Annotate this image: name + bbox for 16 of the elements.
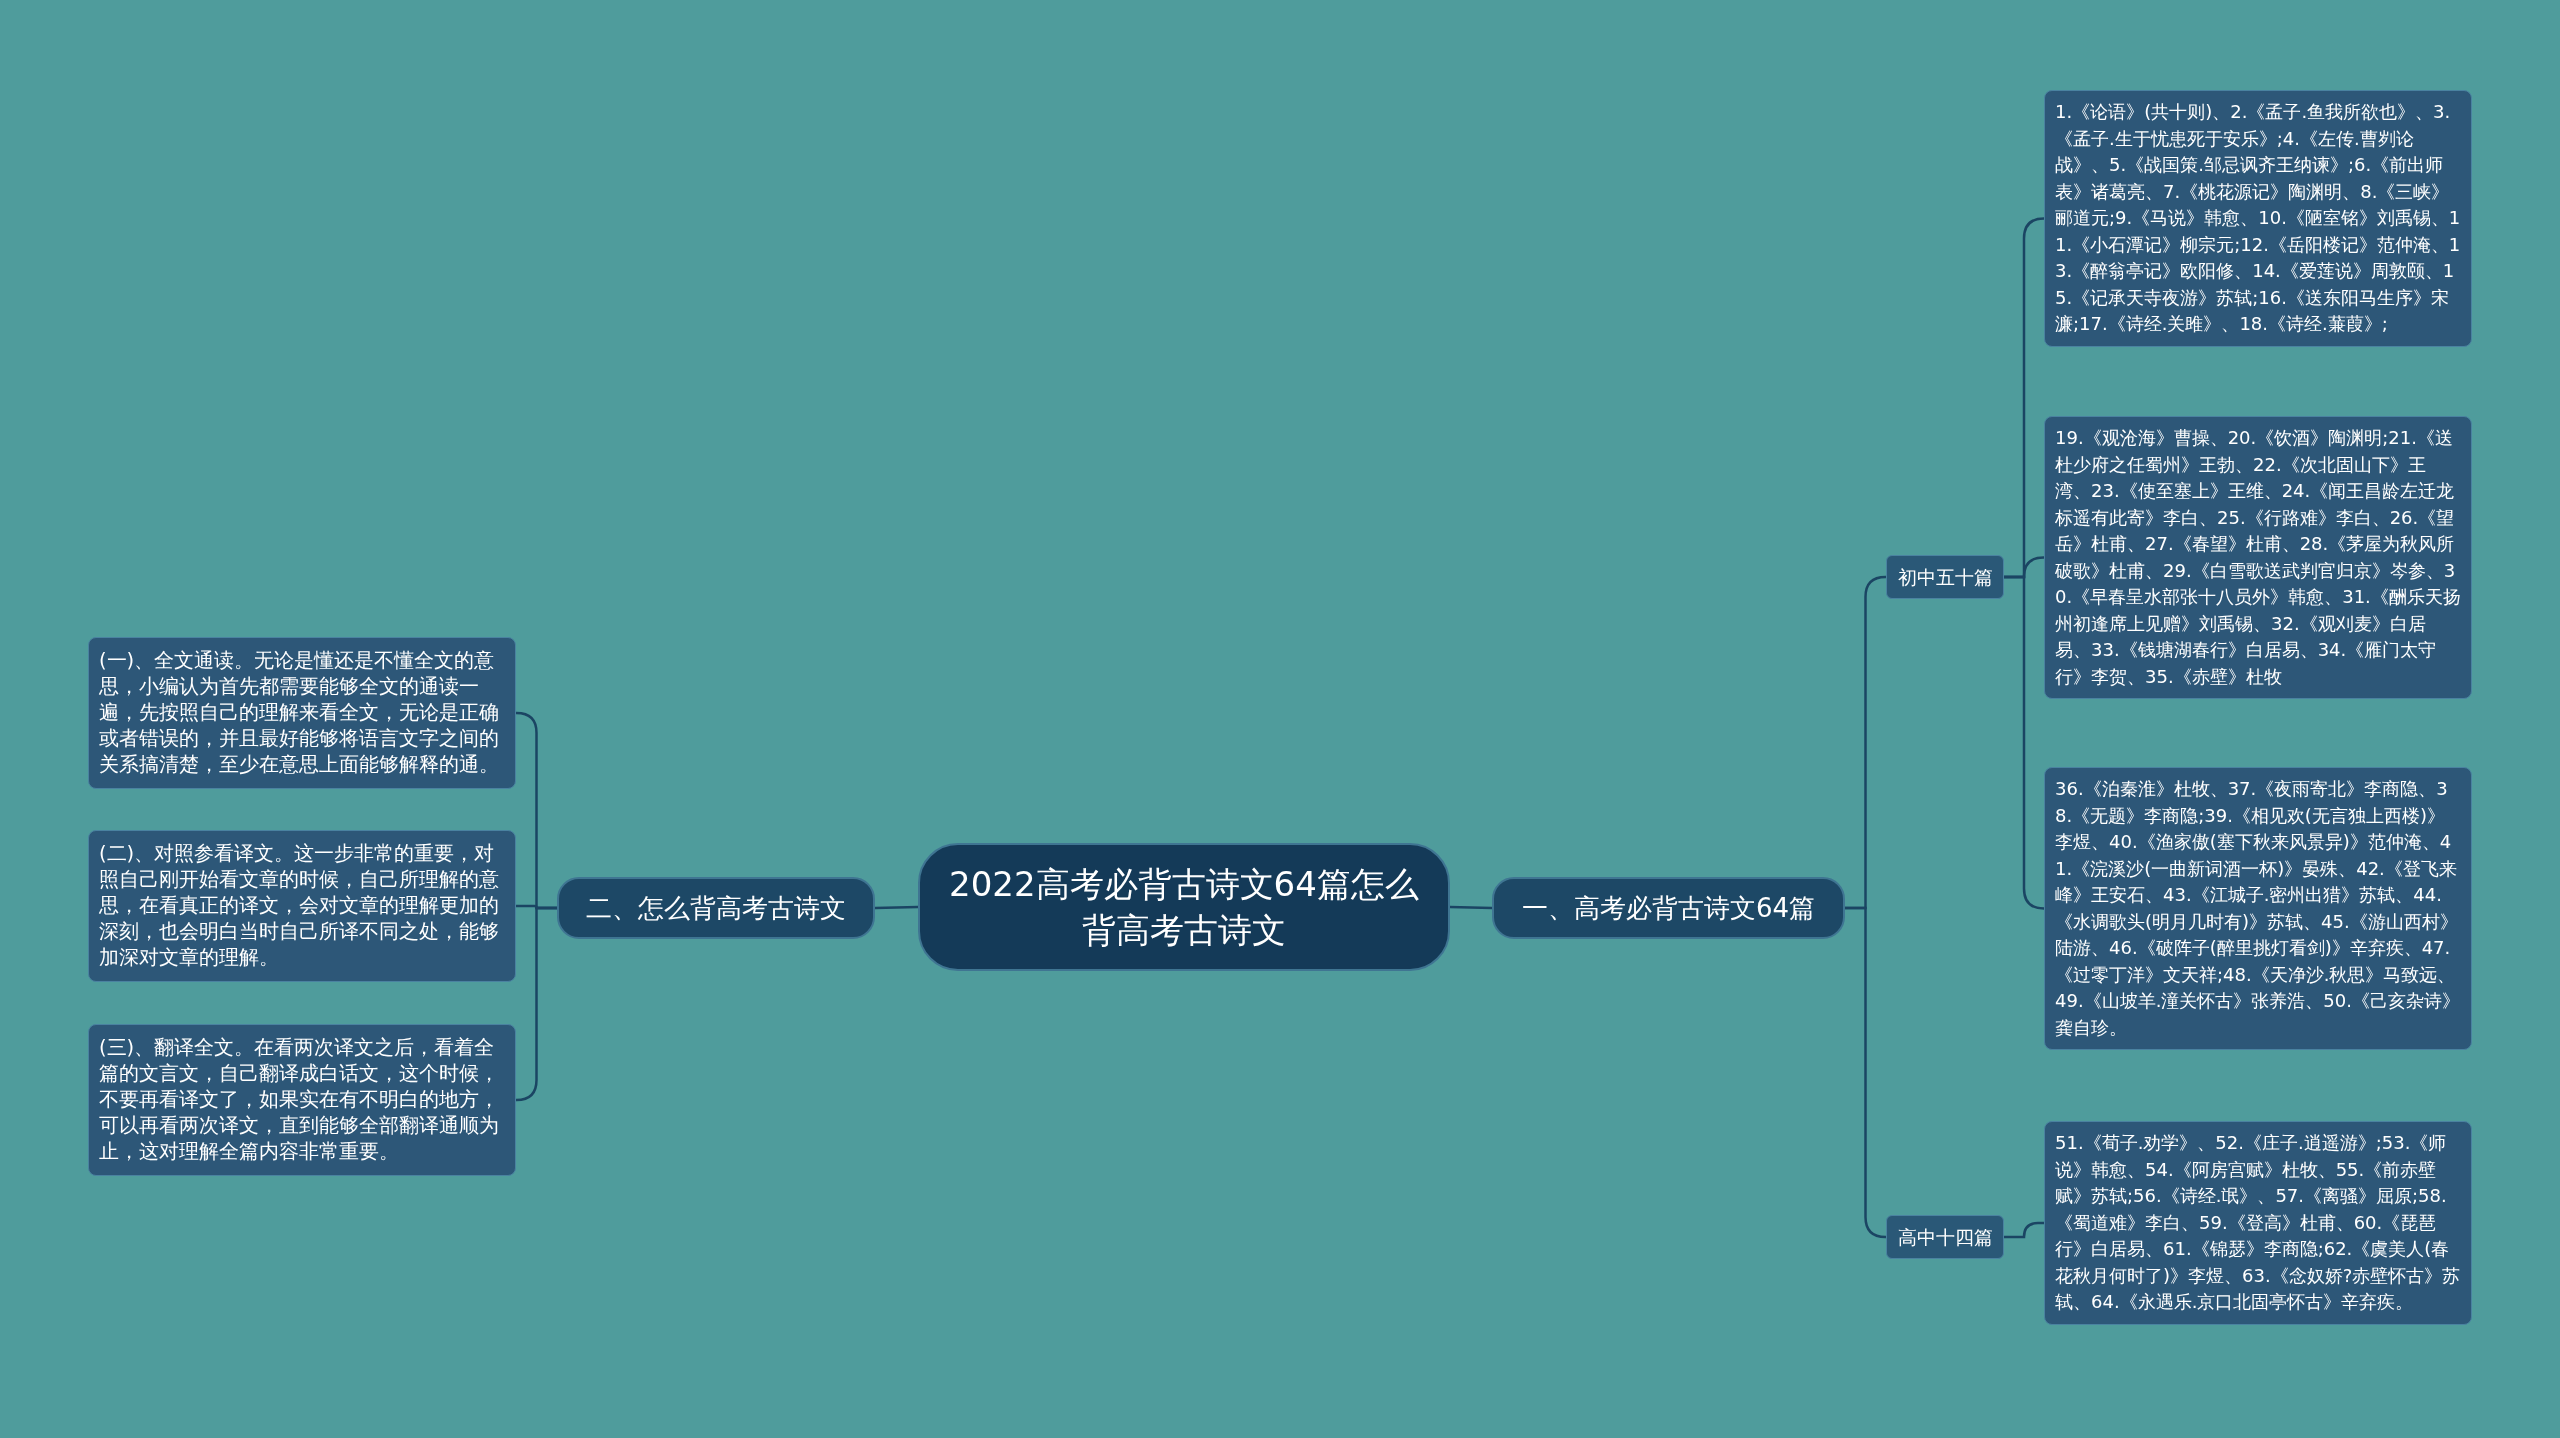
connector-line (1449, 905, 1493, 910)
central-topic: 2022高考必背古诗文64篇怎么背高考古诗文 (918, 843, 1450, 971)
connector-line (2004, 575, 2046, 910)
content-box: 51.《荀子.劝学》、52.《庄子.逍遥游》;53.《师说》韩愈、54.《阿房宫赋》杜牧、55.《前赤壁赋》苏轼;56.《诗经.氓》、57.《离骚》屈原;58.《蜀道难》李白、59.《登高》杜甫、60.《琵琶行》白居易、61.《锦瑟》李商隐;62.《虞美人(春花秋月何时了)》李煜、63.《念奴娇?赤壁怀古》苏轼、64.《永遇乐.京口北固亭怀古》辛弃疾。 (2044, 1121, 2472, 1325)
branch-topic: 一、高考必背古诗文64篇 (1492, 877, 1845, 939)
content-box: (一)、全文通读。无论是懂还是不懂全文的意思，小编认为首先都需要能够全文的通读一遍，先按照自己的理解来看全文，无论是正确或者错误的，并且最好能够将语言文字之间的关系搞清楚，至少在意思上面能够解释的通。 (88, 637, 516, 789)
subtopic-box: 高中十四篇 (1886, 1215, 2004, 1259)
content-box: (二)、对照参看译文。这一步非常的重要，对照自己刚开始看文章的时候，自己所理解的意思，在看真正的译文，会对文章的理解更加的深刻，也会明白当时自己所译不同之处，能够加深对文章的理解。 (88, 830, 516, 982)
connector-line (874, 905, 919, 910)
content-box: (三)、翻译全文。在看两次译文之后，看着全篇的文言文，自己翻译成白话文，这个时候，不要再看译文了，如果实在有不明白的地方，可以再看两次译文，直到能够全部翻译通顺为止，这对理解全篇内容非常重要。 (88, 1024, 516, 1176)
branch-topic: 二、怎么背高考古诗文 (557, 877, 875, 939)
content-box: 1.《论语》(共十则)、2.《孟子.鱼我所欲也》、3.《孟子.生于忧患死于安乐》;4.《左传.曹刿论战》、5.《战国策.邹忌讽齐王纳谏》;6.《前出师表》诸葛亮、7.《桃花源记》陶渊明、8.《三峡》郦道元;9.《马说》韩愈、10.《陋室铭》刘禹锡、11.《小石潭记》柳宗元;12.《岳阳楼记》范仲淹、13.《醉翁亭记》欧阳修、14.《爱莲说》周敦颐、15.《记承天寺夜游》苏轼;16.《送东阳马生序》宋濂;17.《诗经.关雎》、18.《诗经.蒹葭》; (2044, 90, 2472, 347)
content-box: 36.《泊秦淮》杜牧、37.《夜雨寄北》李商隐、38.《无题》李商隐;39.《相见欢(无言独上西楼)》李煜、40.《渔家傲(塞下秋来风景异)》范仲淹、41.《浣溪沙(一曲新词酒一杯)》晏殊、42.《登飞来峰》王安石、43.《江城子.密州出猎》苏轼、44.《水调歌头(明月几时有)》苏轼、45.《游山西村》陆游、46.《破阵子(醉里挑灯看剑)》辛弃疾、47.《过零丁洋》文天祥;48.《天净沙.秋思》马致远、49.《山坡羊.潼关怀古》张养浩、50.《己亥杂诗》龚自珍。 (2044, 767, 2472, 1050)
connector-line (2004, 1221, 2044, 1239)
content-box: 19.《观沧海》曹操、20.《饮酒》陶渊明;21.《送杜少府之任蜀州》王勃、22.《次北固山下》王湾、23.《使至塞上》王维、24.《闻王昌龄左迁龙标遥有此寄》李白、25.《行路难》李白、26.《望岳》杜甫、27.《春望》杜甫、28.《茅屋为秋风所破歌》杜甫、29.《白雪歌送武判官归京》岑参、30.《早春呈水部张十八员外》韩愈、31.《酬乐天扬州初逢席上见赠》刘禹锡、32.《观刈麦》白居易、33.《钱塘湖春行》白居易、34.《雁门太守行》李贺、35.《赤壁》杜牧 (2044, 416, 2472, 699)
subtopic-box: 初中五十篇 (1886, 555, 2004, 599)
